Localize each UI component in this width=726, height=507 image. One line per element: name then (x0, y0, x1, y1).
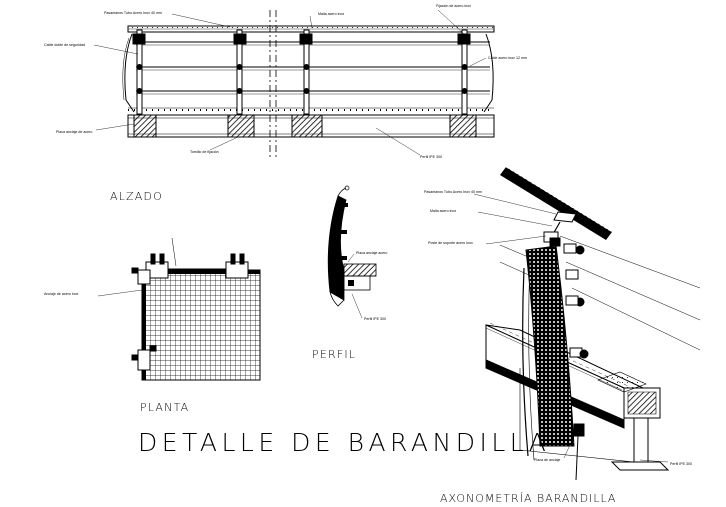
axo-beam (485, 322, 661, 429)
alzado-posts (132, 29, 471, 115)
planta-plan (97, 237, 261, 381)
alzado-cable-clamps (136, 64, 468, 94)
main-title: DETALLE DE BARANDILLA (138, 428, 551, 457)
axo-label-soporte: Poste de soporte acero inox (428, 241, 473, 245)
axo-mesh-panel (525, 245, 575, 447)
axo-label-placa: Placa de anclaje (534, 458, 561, 462)
perfil-profile (327, 185, 377, 319)
perfil-label-ipe: Perfil IPE 300 (364, 317, 386, 321)
alzado-label-malla: Malla acero inox (318, 12, 345, 16)
planta-label-anclaje: Anclaje de acero inox (44, 292, 79, 296)
perfil-label-placa: Placa anclaje acero (356, 251, 388, 255)
axo-label-perfil: Perfil IPE 300 (670, 462, 692, 466)
axo-label-pasamanos: Pasamanos Tubo Acero Inox 40 mm (424, 190, 482, 194)
alzado-label-placa: Placa anclaje de acero (56, 130, 93, 134)
axo-label-malla: Malla acero inox (430, 209, 457, 213)
planta-title: PLANTA (140, 401, 190, 414)
alzado-label-fijacion: Fijación de acero inox (436, 4, 471, 8)
alzado-left-bracket (124, 33, 135, 113)
alzado-label-cable-inox: Cable acero inox 12 mm (488, 56, 527, 60)
alzado-right-bracket (483, 33, 494, 113)
axonometria-view (473, 166, 701, 481)
alzado-hatched-blocks (133, 114, 477, 138)
axo-clamps (543, 231, 589, 437)
axo-handrail (500, 167, 612, 240)
alzado-label-pasamanos: Pasamanos Tubo Acero Inox 40 mm (104, 11, 162, 15)
perfil-title: PERFIL (312, 348, 357, 361)
alzado-label-perfil: Perfil IPE 300 (420, 155, 442, 159)
alzado-cables (136, 41, 490, 95)
planta-leader (97, 289, 143, 297)
perfil-leaders (347, 253, 363, 319)
axonometria-title: AXONOMETRÍA BARANDILLA (440, 492, 617, 505)
alzado-label-cable-seguridad: Cable doble de seguridad (44, 43, 85, 47)
alzado-elevation (93, 9, 495, 160)
alzado-title: ALZADO (110, 190, 164, 203)
axo-ibeam (519, 368, 670, 471)
planta-post-clamps (131, 253, 249, 371)
planta-mesh (141, 269, 261, 381)
perfil-base-plate (343, 263, 377, 277)
alzado-label-tornillo: Tornillo de fijación (190, 150, 219, 154)
alzado-leaders (93, 9, 487, 156)
axo-leaders (473, 193, 669, 463)
perfil-mesh-panel (327, 195, 347, 301)
perfil-clamps (341, 203, 348, 260)
alzado-break-line (269, 10, 277, 160)
